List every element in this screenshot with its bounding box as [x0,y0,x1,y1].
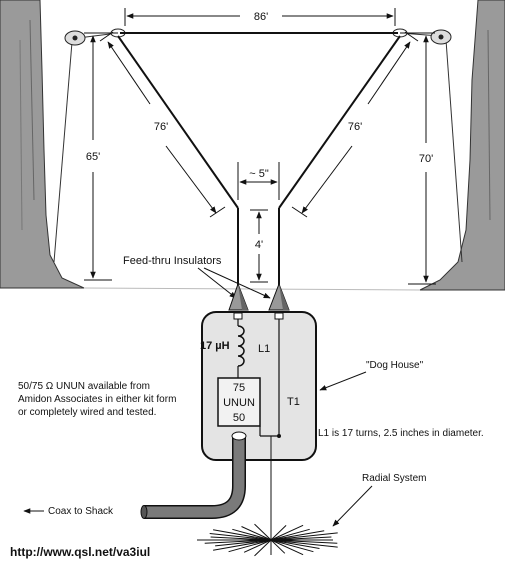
pulley-left-icon [64,30,86,46]
left-tree [0,0,85,289]
terminal-left-icon [233,312,243,320]
unun-label-bottom: 50 [233,412,245,424]
unun-note-line-2: Amidon Associates in either kit form [18,394,176,405]
right-wire-length-label: 76' [348,121,362,133]
left-slant-wire [117,35,239,209]
span-dimension [124,8,396,26]
feed-insulator-arrows [197,267,271,299]
feed-thru-insulator-left-icon [228,282,249,311]
radial-wire [232,528,272,541]
terminal-right-icon [274,312,284,320]
radial-wire [215,539,272,547]
coil-note: L1 is 17 turns, 2.5 inches in diameter. [318,428,484,439]
radial-wire [210,536,272,541]
radial-wire [213,539,272,551]
radial-wire [270,524,304,541]
right-height-label: 70' [419,153,433,165]
coax-cable-fill [144,436,245,518]
ground-line [83,287,421,291]
source-url: http://www.qsl.net/va3iul [10,545,150,559]
pulley-right-icon [430,29,452,45]
radial-wire [241,526,272,541]
unun-box [217,377,261,427]
radial-wire [270,530,325,541]
radial-wire [204,539,272,544]
feed-thru-insulator-right-icon [268,282,290,311]
radial-wire [213,529,272,541]
radial-wire [243,539,272,553]
coil-icon [237,325,245,367]
feed-spacing-label: ~ 5" [249,168,269,180]
support-ropes [53,32,463,263]
radial-wire [209,533,272,541]
unun-label-middle: UNUN [223,397,255,409]
unun-note-line-1: 50/75 Ω UNUN available from [18,381,150,392]
feed-length-label: 4' [255,239,263,251]
left-wire-length-label: 76' [154,121,168,133]
coax-end-icon [140,505,148,519]
radial-wire [270,539,320,549]
coil-label: L1 [258,343,270,355]
dog-house-label: "Dog House" [366,360,424,371]
radial-wire [270,528,310,541]
inductance-label: 17 µH [200,340,230,352]
radial-wire [228,539,272,553]
unun-note-line-3: or completely wired and tested. [18,407,156,418]
radial-wire [270,539,338,544]
feed-length-dimension [250,209,268,283]
coax-label: Coax to Shack [48,506,114,517]
right-height-dimension [400,32,436,285]
right-tree [419,0,505,291]
transformer-label: T1 [287,396,300,408]
radial-wire [270,539,338,548]
span-length-label: 86' [254,11,268,23]
radial-system-label: Radial System [362,473,426,484]
left-height-dimension [84,32,118,281]
left-height-label: 65' [86,151,100,163]
radial-wire [270,525,287,541]
coax-connector-icon [231,431,247,441]
radial-wire [270,539,286,554]
radial-wire [270,539,304,556]
radial-wire [270,539,314,553]
junction-dot [277,434,281,438]
feed-spacing-dimension [237,162,280,200]
radial-wire [270,532,338,541]
dog-house-arrow [319,371,367,391]
radial-system-icon [197,523,338,557]
radial-system-arrow [332,485,373,527]
feed-insulators-label: Feed-thru Insulators [123,255,222,267]
radial-wire [270,536,332,541]
radial-wire [254,539,272,557]
right-slant-wire [278,35,401,209]
unun-label-top: 75 [233,382,245,394]
radial-wire [254,523,272,541]
